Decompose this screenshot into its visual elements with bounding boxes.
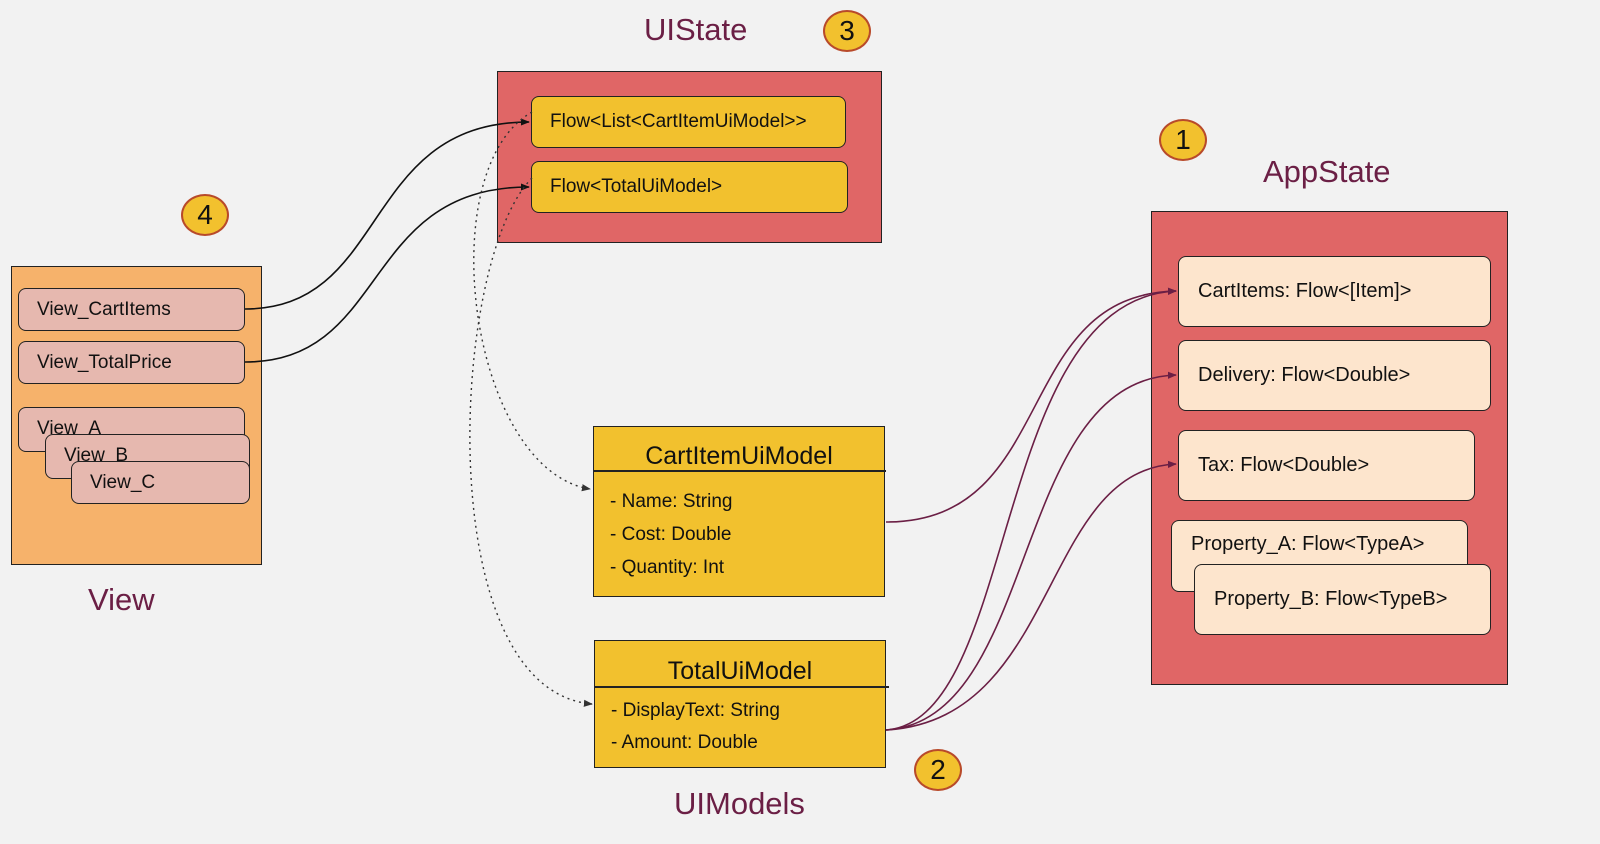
view-title: View xyxy=(88,582,155,617)
model-field: - Name: String xyxy=(610,491,733,512)
uimodels-title: UIModels xyxy=(674,786,805,821)
view-item-total-price: View_TotalPrice xyxy=(18,341,245,384)
model-field: - Amount: Double xyxy=(611,732,758,753)
uistate-title: UIState xyxy=(644,12,748,47)
arrow-total-model-to-cartitems xyxy=(885,287,1177,731)
model-field: - DisplayText: String xyxy=(611,700,780,721)
step-badge-2: 2 xyxy=(914,749,962,791)
arrow-total-model-to-delivery xyxy=(885,371,1177,731)
model-divider xyxy=(595,686,889,688)
dotted-arrow-flow-list-to-cart-model xyxy=(473,111,591,492)
model-field: - Quantity: Int xyxy=(610,557,725,578)
step-badge-1: 1 xyxy=(1159,119,1207,161)
arrow-view-cartitems-to-flow-list xyxy=(244,118,530,310)
arrow-total-model-to-tax xyxy=(885,460,1177,731)
appstate-property-tax: Tax: Flow<Double> xyxy=(1178,430,1475,501)
uistate-flow-total: Flow<TotalUiModel> xyxy=(531,161,848,213)
arrow-cart-model-to-cartitems xyxy=(885,287,1177,523)
arrow-view-totalprice-to-flow-total xyxy=(244,183,530,363)
appstate-title: AppState xyxy=(1263,154,1391,189)
appstate-property-delivery: Delivery: Flow<Double> xyxy=(1178,340,1491,411)
model-divider xyxy=(594,470,886,472)
view-item-cart-items: View_CartItems xyxy=(18,288,245,331)
dotted-arrow-flow-total-to-total-model xyxy=(469,177,593,707)
view-item-c: View_C xyxy=(71,461,250,504)
step-badge-3: 3 xyxy=(823,10,871,52)
total-ui-model-box: TotalUiModel - DisplayText: String - Amo… xyxy=(594,640,889,768)
uistate-flow-cart-items: Flow<List<CartItemUiModel>> xyxy=(531,96,846,148)
model-field: - Cost: Double xyxy=(610,524,732,545)
cart-item-ui-model-name: CartItemUiModel xyxy=(645,442,833,470)
step-badge-4: 4 xyxy=(181,194,229,236)
total-ui-model-name: TotalUiModel xyxy=(667,657,813,685)
cart-item-ui-model-box: CartItemUiModel - Name: String - Cost: D… xyxy=(593,426,886,597)
appstate-property-cart-items: CartItems: Flow<[Item]> xyxy=(1178,256,1491,327)
appstate-property-b: Property_B: Flow<TypeB> xyxy=(1194,564,1491,635)
